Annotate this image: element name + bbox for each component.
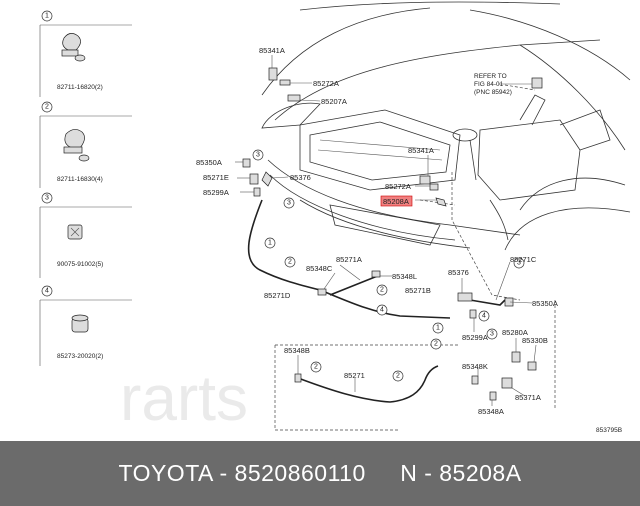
watermark: rarts [120,362,248,434]
callout-85208A: 85208A [383,197,409,206]
washer-hoses [247,199,506,403]
clip-icon [61,33,86,62]
grommet-icon [67,224,83,240]
callout-85271D: 85271D [264,291,291,300]
pump-ref [531,77,543,89]
nozzle-85341A-top [268,67,278,81]
connector-85348B [294,373,302,383]
valve-85280A [511,351,521,363]
callout-85207A: 85207A [321,97,347,106]
callout-85350A: 85350A [196,158,222,167]
figure-code: 853795B [596,427,622,434]
legend-number: 2 [45,104,49,111]
nozzle-85341A-mid [419,175,431,185]
callout-85376: 85376 [448,268,469,277]
hose-85271A [329,274,381,296]
hose-85271C [469,299,506,306]
callout-85350A: 85350A [532,299,558,308]
callout-85271A: 85271A [336,255,362,264]
refer-line-1: REFER TO [474,73,507,80]
sleeve-icon [71,314,89,333]
callout-85348C: 85348C [306,264,333,273]
callout-85271B: 85271B [405,286,431,295]
marker-3: 3 [490,331,494,338]
marker-3: 3 [517,260,521,267]
joint-85299A-right [469,309,477,319]
callout-85271E: 85271E [203,173,229,182]
marker-2: 2 [380,287,384,294]
connector-85348L [371,270,381,278]
part-footer-text: TOYOTA - 8520860110 N - 85208A [118,460,522,486]
callout-85330B: 85330B [522,336,548,345]
marker-3: 3 [287,200,291,207]
clip-icon [63,129,90,162]
vehicle-front-outline [261,1,631,251]
marker-2: 2 [434,341,438,348]
nozzle-85207A [287,94,301,102]
marker-2: 2 [396,373,400,380]
legend-part-number: 90075-91002(5) [57,261,103,268]
plug-85350A-left [242,158,251,168]
callout-85271C: 85271C [510,255,537,264]
callout-85272A: 85272A [313,79,339,88]
nozzle-85376-right [457,292,473,302]
part-glyphs [242,67,543,401]
connector-85348C [317,288,327,296]
refer-note: REFER TO FIG 84-01 (PNC 85942) [474,73,512,96]
legend-item-2: 2 82711-16830(4) [39,101,132,188]
callout-85348L: 85348L [392,272,417,281]
marker-4: 4 [380,307,384,314]
diagram-clip-markers: 3 3 1 2 2 4 1 3 4 2 2 2 3 [252,149,525,382]
marker-1: 1 [268,240,272,247]
refer-line-2: FIG 84-01 [474,81,504,88]
callout-85299A: 85299A [462,333,488,342]
legend-panel: 1 82711-16820(2) 2 82711-16830(4) [39,10,132,366]
callout-85280A: 85280A [502,328,528,337]
legend-item-4: 4 85273-20020(2) [39,285,132,366]
callout-85348A: 85348A [478,407,504,416]
legend-item-1: 1 82711-16820(2) [39,10,132,97]
marker-4: 4 [482,313,486,320]
legend-part-number: 82711-16830(4) [57,176,103,183]
plug-85330B [527,361,537,371]
part-footer-bar: TOYOTA - 8520860110 N - 85208A [0,441,640,506]
connector-85348A [489,391,497,401]
clip-85272A-top [279,79,291,86]
legend-number: 4 [45,288,49,295]
highlighted-part-85208A: 85208A [380,195,413,207]
legend-part-number: 82711-16820(2) [57,84,103,91]
callout-85341A: 85341A [259,46,285,55]
callout-labels: 85341A 85272A 85207A 85350A 85271E 85376… [196,46,558,416]
leader-lines [235,55,537,406]
marker-1: 1 [436,325,440,332]
hose-85271D [247,199,451,319]
legend-item-3: 3 90075-91002(5) [39,192,132,278]
marker-2: 2 [288,259,292,266]
callout-85299A: 85299A [203,188,229,197]
callout-85376: 85376 [290,173,311,182]
clip-85271E [249,173,259,185]
joint-85299A-left [253,187,261,197]
refer-line-3: (PNC 85942) [474,89,512,96]
callout-85348K: 85348K [462,362,488,371]
nozzle-85208A [435,197,447,207]
legend-number: 3 [45,195,49,202]
marker-3: 3 [256,152,260,159]
callout-85371A: 85371A [515,393,541,402]
clip-85272A-mid [429,183,439,191]
marker-2: 2 [314,364,318,371]
legend-part-number: 85273-20020(2) [57,353,103,360]
hose-85271 [297,365,439,403]
legend-number: 1 [45,13,49,20]
connector-85348K [471,375,479,385]
nozzle-85376-left [261,171,273,187]
callout-85272A: 85272A [385,182,411,191]
callout-85271: 85271 [344,371,365,380]
callout-85348B: 85348B [284,346,310,355]
joint-85371A [501,377,513,389]
parts-diagram: rarts 1 82711-16820(2) 2 [39,1,631,434]
callout-85341A: 85341A [408,146,434,155]
